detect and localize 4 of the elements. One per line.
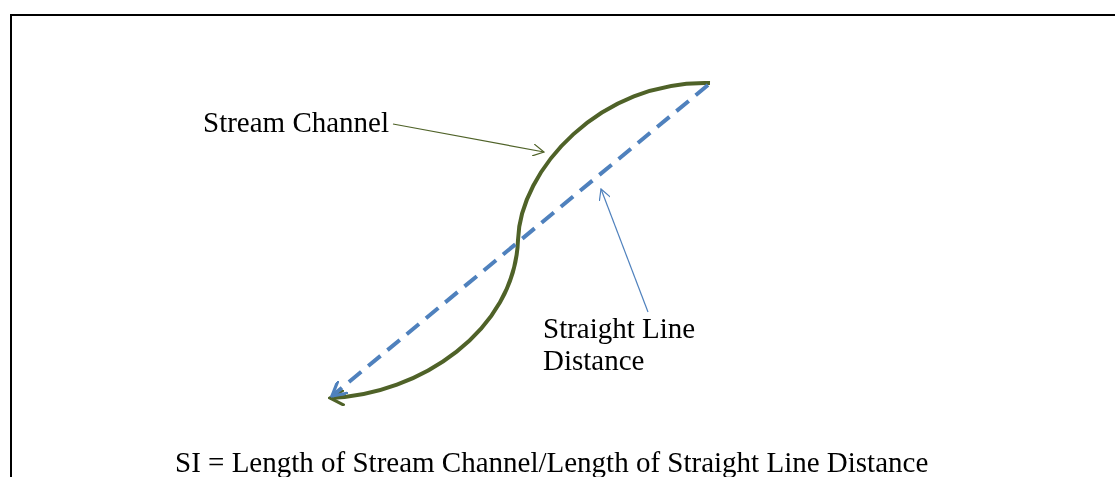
callout-label: Straight Line Distance	[543, 312, 697, 376]
leader-arrow	[598, 188, 649, 313]
leader-arrow	[392, 123, 545, 157]
callout-label: Stream Channel	[203, 106, 390, 138]
